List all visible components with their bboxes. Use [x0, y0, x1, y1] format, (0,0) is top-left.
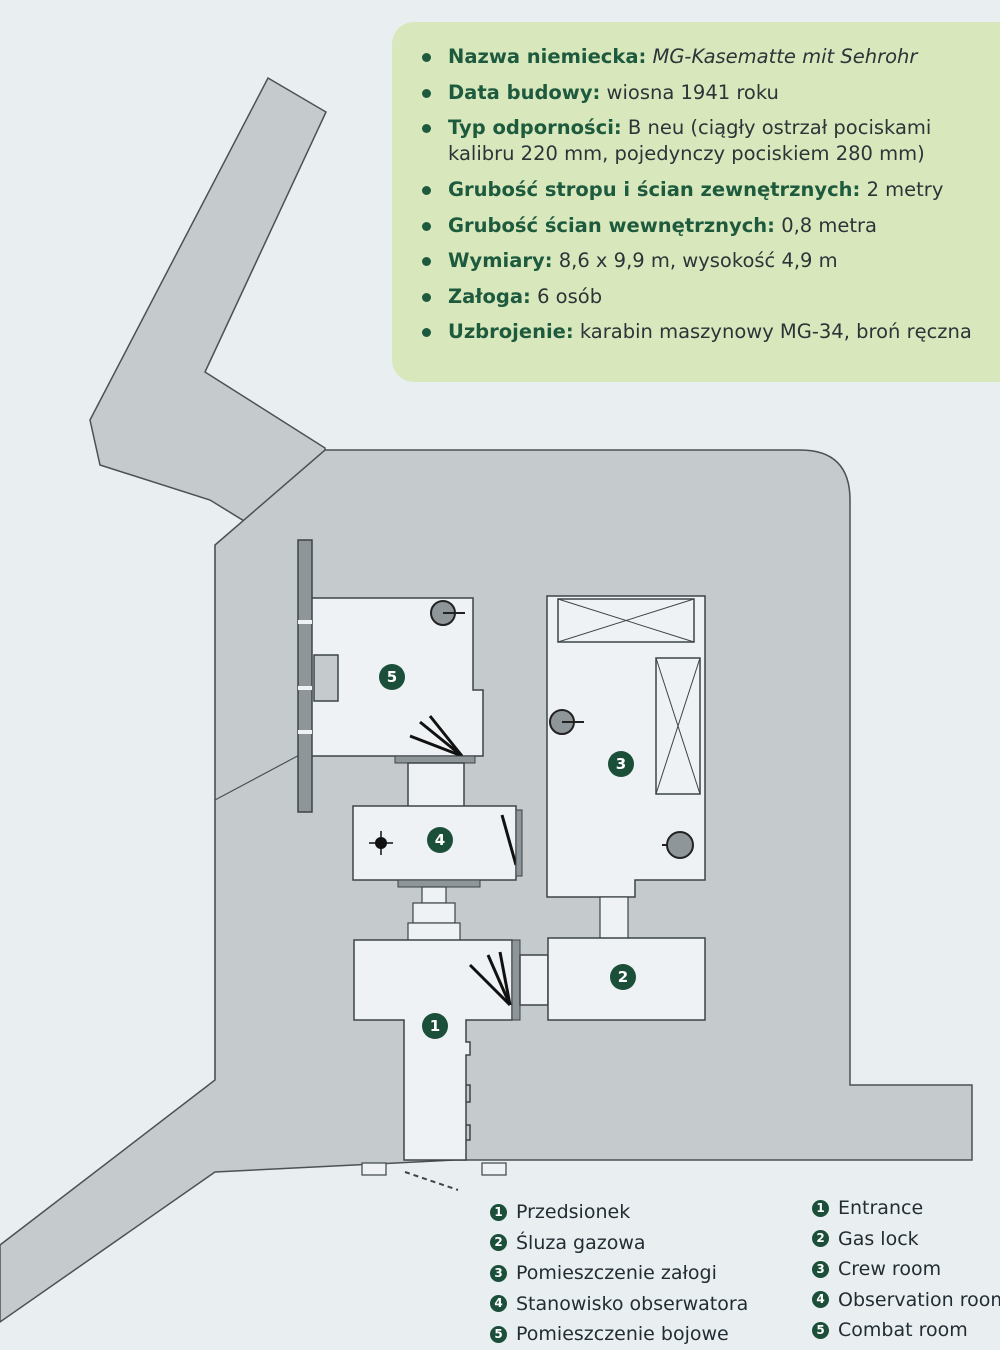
legend-label: Przedsionek — [516, 1201, 631, 1224]
spec-inner-wall-thickness: Grubość ścian wewnętrznych: 0,8 metra — [422, 213, 990, 239]
legend-number: 1 — [812, 1199, 829, 1217]
door-sill — [394, 755, 476, 764]
inner-boundary-line — [214, 751, 306, 801]
legend-label: Pomieszczenie bojowe — [516, 1323, 729, 1346]
passage — [421, 886, 447, 904]
legend-item: 2 Śluza gazowa — [490, 1228, 748, 1259]
legend-label: Stanowisko obserwatora — [516, 1292, 749, 1315]
marker-3: 3 — [608, 751, 634, 777]
legend-number: 5 — [812, 1321, 829, 1339]
bunk-bed-cross — [655, 657, 701, 795]
step — [361, 1162, 387, 1176]
legend-number: 4 — [490, 1295, 507, 1313]
svg-text:3: 3 — [616, 755, 626, 773]
legend-label: Pomieszczenie załogi — [516, 1262, 717, 1285]
legend-number: 3 — [812, 1260, 829, 1278]
spec-german-name: Nazwa niemiecka: MG-Kasematte mit Sehroh… — [422, 44, 990, 70]
door-swing — [486, 954, 512, 1006]
legend-item: 1 Przedsionek — [490, 1197, 748, 1228]
loophole-wall — [297, 539, 313, 813]
spec-roof-thickness: Grubość stropu i ścian zewnętrznych: 2 m… — [422, 177, 990, 203]
gas-lock-link — [519, 954, 549, 1006]
legend-item: 5 Pomieszczenie bojowe — [490, 1319, 748, 1350]
legend-number: 5 — [490, 1325, 507, 1343]
legend-item: 4 Stanowisko obserwatora — [490, 1289, 748, 1320]
svg-text:5: 5 — [387, 668, 397, 686]
svg-text:1: 1 — [430, 1017, 440, 1035]
legend-label: Observation room — [838, 1288, 1000, 1311]
ventilation-circle — [666, 831, 694, 859]
door-swing — [409, 734, 463, 758]
marker-2: 2 — [610, 964, 636, 990]
spec-dimensions: Wymiary: 8,6 x 9,9 m, wysokość 4,9 m — [422, 248, 990, 274]
legend-item: 3 Crew room — [812, 1254, 1000, 1285]
step — [481, 1162, 507, 1176]
legend-label: Gas lock — [838, 1227, 919, 1250]
entrance-wall-notch — [466, 1084, 471, 1141]
legend-label: Crew room — [838, 1258, 942, 1281]
embrasure-block — [313, 654, 339, 702]
door-swing — [428, 715, 464, 757]
door-swing — [500, 814, 518, 866]
spec-resistance-type: Typ odporności: B neu (ciągły ostrzał po… — [422, 115, 990, 167]
legend-number: 2 — [490, 1234, 507, 1252]
legend-item: 3 Pomieszczenie załogi — [490, 1258, 748, 1289]
legend-number: 4 — [812, 1291, 829, 1309]
legend-number: 2 — [812, 1230, 829, 1248]
legend-item: 4 Observation room — [812, 1285, 1000, 1316]
door-swing — [468, 963, 512, 1007]
bunk-bed-cross — [557, 598, 695, 643]
svg-text:4: 4 — [435, 831, 445, 849]
legend-label: Entrance — [838, 1197, 924, 1220]
door-swing — [419, 720, 463, 758]
spec-build-date: Data budowy: wiosna 1941 roku — [422, 80, 990, 106]
specifications-list: Nazwa niemiecka: MG-Kasematte mit Sehroh… — [422, 44, 990, 345]
specifications-panel: Nazwa niemiecka: MG-Kasematte mit Sehroh… — [392, 22, 1000, 382]
door-jamb — [515, 809, 523, 877]
door-sill — [397, 879, 481, 888]
legend-item: 2 Gas lock — [812, 1224, 1000, 1255]
spec-crew: Załoga: 6 osób — [422, 284, 990, 310]
spec-armament: Uzbrojenie: karabin maszynowy MG-34, bro… — [422, 319, 990, 345]
legend-item: 5 Combat room — [812, 1315, 1000, 1346]
door-jamb — [511, 939, 521, 1021]
marker-1: 1 — [422, 1013, 448, 1039]
legend-label: Śluza gazowa — [516, 1231, 646, 1254]
legend-item: 1 Entrance — [812, 1193, 1000, 1224]
legend-label: Combat room — [838, 1319, 968, 1342]
entrance-arrow — [404, 1171, 459, 1191]
bunker-concrete-mass — [0, 449, 973, 1323]
passage — [407, 922, 461, 942]
svg-text:2: 2 — [618, 968, 628, 986]
legend-english: 1 Entrance 2 Gas lock 3 Crew room 4 Observat… — [812, 1193, 1000, 1346]
corridor — [407, 762, 465, 809]
legend-number: 3 — [490, 1264, 507, 1282]
marker-5: 5 — [379, 664, 405, 690]
upper-trench — [89, 76, 327, 549]
door-swing — [498, 951, 512, 1006]
passage — [599, 896, 629, 940]
legend-number: 1 — [490, 1203, 507, 1221]
passage — [412, 902, 456, 924]
marker-4: 4 — [427, 827, 453, 853]
